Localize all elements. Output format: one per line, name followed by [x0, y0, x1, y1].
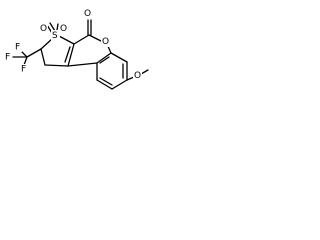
bond-s-c3a — [58, 35, 75, 45]
bond-c5a-c9a-inner — [99, 56, 110, 64]
bond-c5a-c9a — [96, 52, 112, 64]
bond-s-o-right — [56, 23, 59, 31]
atom-label-sulfur: S — [52, 31, 58, 41]
bond-c2-c1 — [40, 48, 46, 66]
chemical-structure-diagram: O O S O O F F F O — [4, 8, 149, 90]
bond-c2-cf3 — [26, 48, 42, 58]
atom-label-sulfonyl-o-right: O — [60, 24, 67, 34]
bond-s-o-left-double — [49, 22, 56, 32]
bond-c9-c8 — [96, 79, 113, 90]
bond-o-methyl — [140, 69, 149, 75]
bond-c4-o5 — [88, 34, 104, 43]
bond-c8-c7 — [111, 79, 128, 90]
bond-c9b-c3a-inner — [64, 46, 71, 63]
atom-label-sulfonyl-o-left: O — [40, 24, 47, 34]
bond-c3a-c4 — [73, 34, 90, 45]
bond-cf3-f-right — [23, 56, 28, 66]
atom-label-fluorine-left: F — [5, 53, 10, 63]
atom-label-methoxy-oxygen: O — [134, 71, 141, 81]
bond-c9a-c9b — [67, 62, 98, 67]
atom-label-fluorine-top: F — [15, 43, 20, 53]
bond-c9-c8-inner — [99, 77, 113, 86]
bond-c7-ome — [126, 76, 135, 81]
bond-c9b-c3a — [67, 43, 75, 67]
atom-label-oxo-o: O — [84, 9, 91, 19]
bond-c6-c5a — [110, 52, 128, 63]
atom-label-fluorine-right: F — [21, 65, 26, 75]
atom-label-ring-oxygen: O — [102, 37, 109, 47]
bond-c1-c9b — [44, 64, 69, 67]
